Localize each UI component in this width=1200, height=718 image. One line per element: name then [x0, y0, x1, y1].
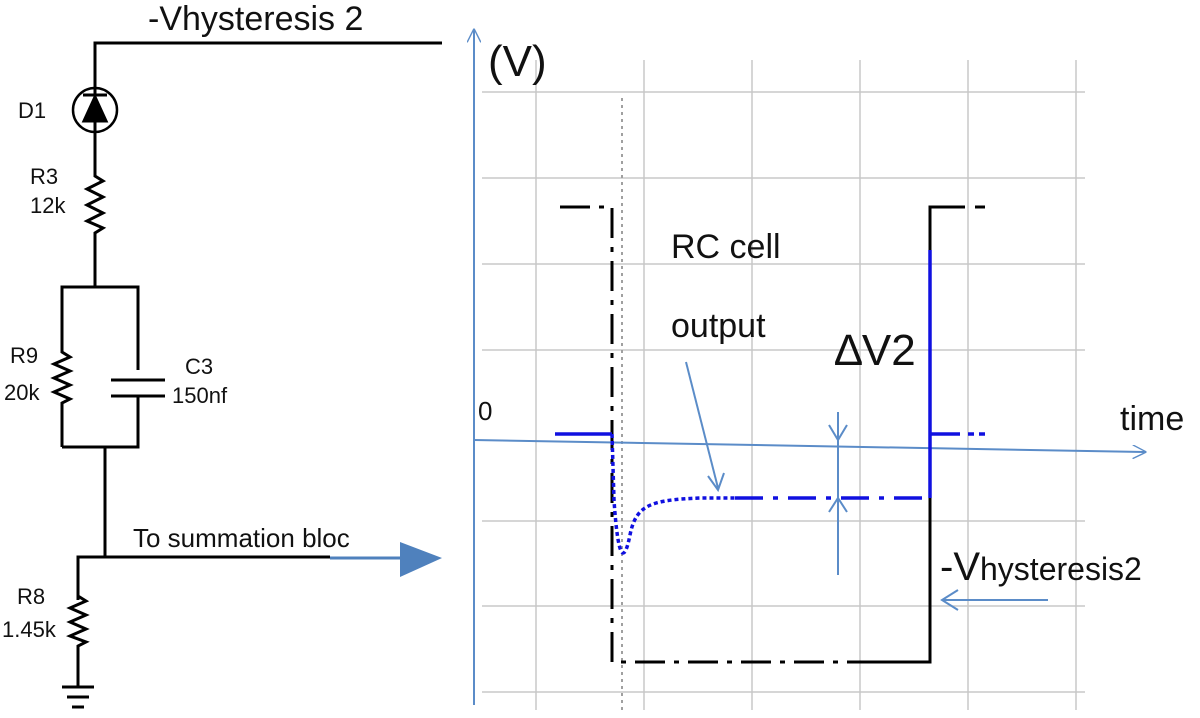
parallel-top-wire — [60, 285, 140, 370]
comparator-waveform — [560, 205, 985, 664]
neg-hysteresis-prefix: -V — [940, 545, 980, 589]
resistor-r9-symbol — [50, 346, 74, 410]
output-arrow-icon — [330, 542, 442, 577]
delta-v2-label: ∆V2 — [835, 326, 916, 375]
x-axis — [473, 439, 1145, 452]
resistor-r8-symbol — [66, 590, 90, 652]
resistor-r3-symbol — [83, 170, 107, 240]
y-axis-label: (V) — [488, 37, 547, 86]
diode-d1-symbol — [71, 78, 119, 134]
parallel-bottom-wire — [62, 396, 140, 449]
rc-label-pointer — [685, 361, 725, 493]
r8-ref-label: R8 — [17, 584, 45, 609]
output-wire — [76, 555, 330, 600]
c3-value-label: 150nf — [172, 383, 228, 408]
neg-hysteresis-suffix: hysteresis2 — [980, 551, 1142, 587]
c3-ref-label: C3 — [185, 354, 213, 379]
d1-ref-label: D1 — [18, 98, 46, 123]
top-voltage-label: -Vhysteresis 2 — [148, 0, 363, 38]
waveform-plot — [474, 30, 1145, 712]
rc-output-waveform — [555, 250, 985, 555]
capacitor-c3-symbol — [111, 378, 165, 398]
rc-label-line2: output — [671, 307, 766, 345]
circuit-schematic — [50, 41, 442, 709]
neg-hysteresis-label: -Vhysteresis2 — [940, 545, 1142, 589]
x-axis-label: time — [1120, 400, 1184, 438]
zero-label: 0 — [478, 396, 492, 426]
r9-ref-label: R9 — [10, 343, 38, 368]
top-wire — [93, 41, 442, 78]
rc-label-line1: RC cell — [671, 228, 781, 266]
ground-icon — [62, 685, 94, 709]
neg-hysteresis-pointer — [940, 589, 1048, 611]
delta-v2-dimension — [828, 412, 848, 575]
r3-value-label: 12k — [30, 193, 66, 218]
output-label: To summation bloc — [133, 523, 350, 553]
plot-grid — [482, 60, 1085, 710]
r3-ref-label: R3 — [30, 164, 58, 189]
r8-value-label: 1.45k — [2, 617, 57, 642]
r9-value-label: 20k — [4, 380, 40, 405]
